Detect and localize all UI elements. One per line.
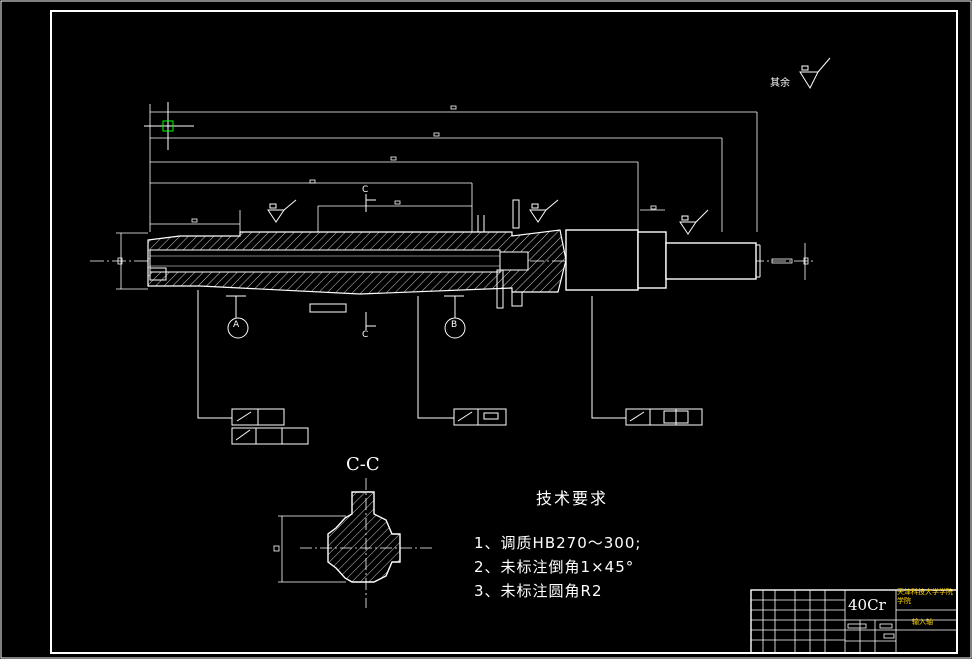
title-block-material: 40Cr [848, 596, 886, 614]
title-block-part-name: 输入轴 [912, 618, 933, 626]
sheet-inner-border [50, 10, 958, 654]
section-cut-marks [365, 194, 376, 330]
roughness-symbols [267, 57, 831, 235]
dimension-text-markers [117, 105, 809, 265]
tolerance-frames [197, 290, 703, 445]
datum-a-label: A [233, 320, 240, 330]
requirements-title: 技术要求 [536, 489, 609, 508]
section-cut-label-bottom: C [362, 330, 369, 340]
requirement-item: 2、未标注倒角1×45° [474, 558, 635, 576]
roughness-rest-label: 其余 [770, 78, 790, 89]
section-cut-label-top: C [362, 185, 369, 195]
cad-cursor [144, 102, 194, 150]
shaft-body [147, 199, 761, 313]
section-view-title: C-C [346, 454, 380, 475]
requirement-item: 1、调质HB270～300; [474, 534, 642, 552]
section-view-cc [273, 478, 432, 608]
requirement-item: 3、未标注圆角R2 [474, 582, 603, 600]
datum-features [226, 295, 466, 339]
title-block [750, 589, 958, 654]
title-block-school: 天津科技大学学院学院 [897, 588, 953, 605]
datum-b-label: B [451, 320, 458, 330]
